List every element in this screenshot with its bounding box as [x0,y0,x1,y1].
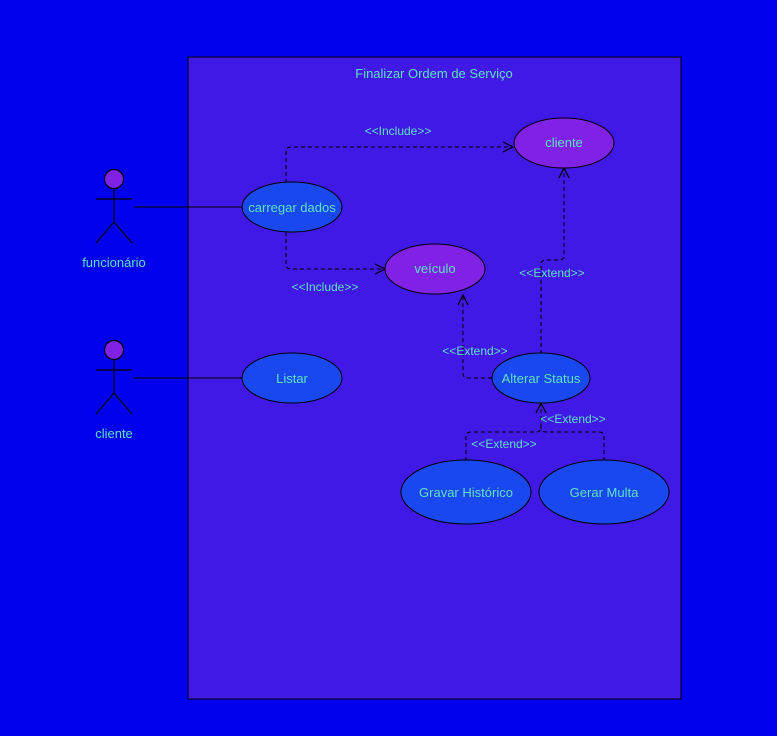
usecase-label: Alterar Status [502,371,581,386]
extend-label-cliente: <<Extend>> [519,266,584,280]
extend-alterar-veiculo [463,295,492,379]
usecase-label: Listar [276,371,308,386]
usecase-label: cliente [545,135,583,150]
usecase-carregar-dados[interactable]: carregar dados [241,181,343,233]
include-label-veiculo: <<Include>> [292,280,359,294]
actor-head [103,168,125,190]
usecase-label: veículo [414,261,455,276]
actor-funcionario[interactable] [95,168,133,244]
usecase-gravar-historico[interactable]: Gravar Histórico [400,459,532,525]
include-carregar-veiculo [285,232,385,269]
extend-label-veiculo: <<Extend>> [442,344,507,358]
extend-label-gravar: <<Extend>> [471,437,536,451]
usecase-veiculo[interactable]: veículo [384,243,486,295]
usecase-label: carregar dados [248,200,336,215]
extend-gravar-alterar [465,403,541,461]
include-label-cliente: <<Include>> [365,124,432,138]
usecase-gerar-multa[interactable]: Gerar Multa [538,459,670,525]
usecase-listar[interactable]: Listar [241,352,343,404]
actor-head [103,339,125,361]
system-title: Finalizar Ordem de Serviço [355,66,513,81]
usecase-label: Gerar Multa [570,485,639,500]
usecase-cliente[interactable]: cliente [513,117,615,169]
actor-cliente-label: cliente [95,426,133,441]
extend-label-multa: <<Extend>> [540,412,605,426]
extend-multa-alterar [540,426,605,461]
actor-funcionario-label: funcionário [82,255,146,270]
usecase-label: Gravar Histórico [419,485,513,500]
include-carregar-cliente [285,147,513,183]
usecase-alterar-status[interactable]: Alterar Status [491,352,591,404]
actor-cliente[interactable] [95,339,133,415]
